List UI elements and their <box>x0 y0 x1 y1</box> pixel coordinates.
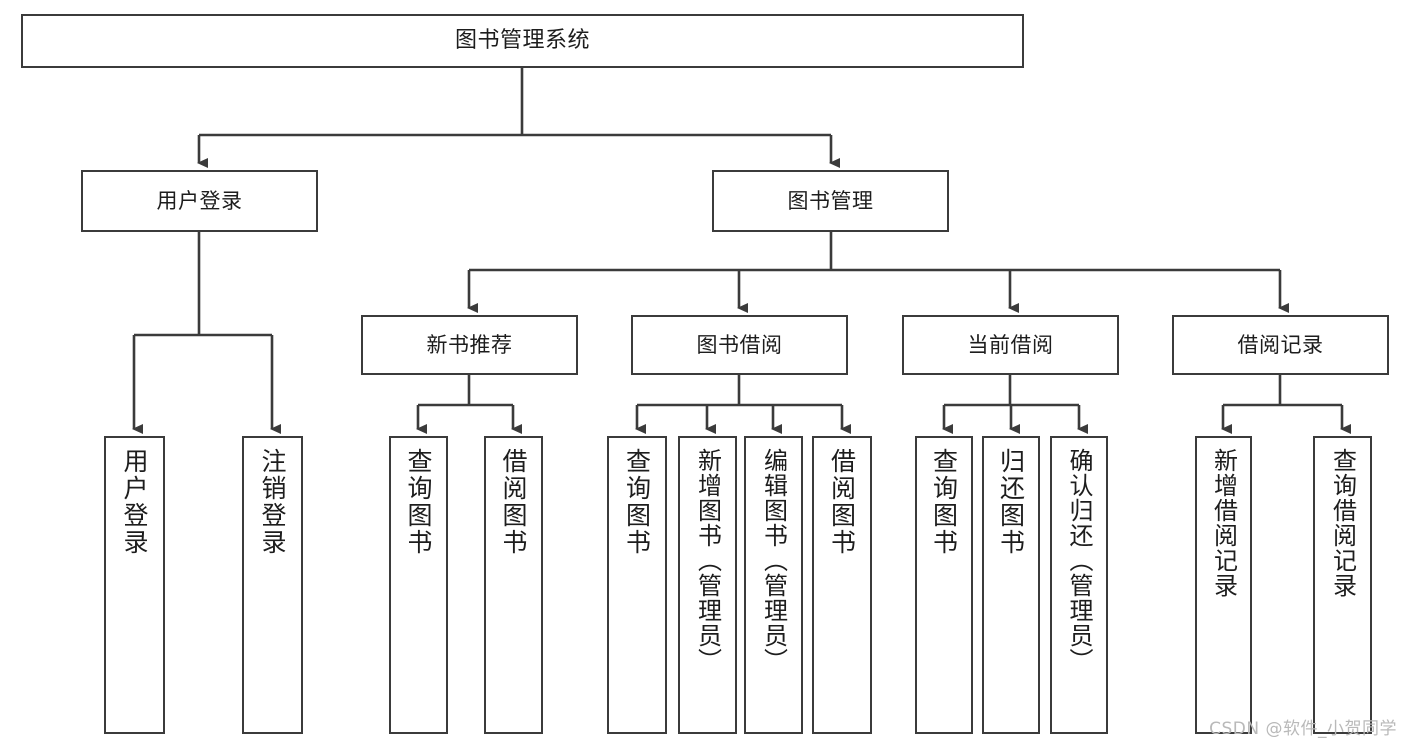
node-new-book[interactable]: 新书推荐 <box>361 315 578 375</box>
node-leaf-bb-borrow-book-label: 借阅图书 <box>827 448 857 556</box>
node-borrow-record[interactable]: 借阅记录 <box>1172 315 1389 375</box>
node-root[interactable]: 图书管理系统 <box>21 14 1024 68</box>
node-leaf-bb-query-book-label: 查询图书 <box>622 448 652 556</box>
node-leaf-br-query-record[interactable]: 查询借阅记录 <box>1313 436 1372 734</box>
node-book-manage-label: 图书管理 <box>787 188 874 213</box>
node-leaf-cb-confirm-return-label: 确认归还（管理员） <box>1065 448 1093 673</box>
node-leaf-cb-return-book[interactable]: 归还图书 <box>982 436 1040 734</box>
node-leaf-logout-label: 注销登录 <box>258 448 287 556</box>
node-leaf-user-login-label: 用户登录 <box>120 448 149 556</box>
node-leaf-cb-query-book-label: 查询图书 <box>929 448 959 556</box>
node-leaf-cb-return-book-label: 归还图书 <box>996 448 1026 556</box>
node-root-label: 图书管理系统 <box>454 28 590 54</box>
node-leaf-logout[interactable]: 注销登录 <box>242 436 303 734</box>
node-leaf-bb-edit-book[interactable]: 编辑图书（管理员） <box>744 436 803 734</box>
node-leaf-bb-add-book-label: 新增图书（管理员） <box>693 448 722 673</box>
node-borrow-record-label: 借阅记录 <box>1237 332 1324 357</box>
csdn-watermark: CSDN @软件_小贺同学 <box>1209 719 1397 739</box>
node-user-login-label: 用户登录 <box>156 188 243 213</box>
node-leaf-cb-confirm-return[interactable]: 确认归还（管理员） <box>1050 436 1108 734</box>
node-leaf-br-query-record-label: 查询借阅记录 <box>1328 448 1357 598</box>
node-book-manage[interactable]: 图书管理 <box>712 170 949 232</box>
node-leaf-nb-query-book[interactable]: 查询图书 <box>389 436 448 734</box>
node-leaf-user-login[interactable]: 用户登录 <box>104 436 165 734</box>
node-leaf-nb-borrow-book[interactable]: 借阅图书 <box>484 436 543 734</box>
node-leaf-br-add-record-label: 新增借阅记录 <box>1209 448 1238 598</box>
node-current-borrow[interactable]: 当前借阅 <box>902 315 1119 375</box>
node-user-login[interactable]: 用户登录 <box>81 170 318 232</box>
node-leaf-nb-borrow-book-label: 借阅图书 <box>499 448 528 556</box>
node-leaf-nb-query-book-label: 查询图书 <box>404 448 433 556</box>
node-leaf-bb-edit-book-label: 编辑图书（管理员） <box>759 448 788 673</box>
node-borrow-book[interactable]: 图书借阅 <box>631 315 848 375</box>
node-leaf-bb-borrow-book[interactable]: 借阅图书 <box>812 436 872 734</box>
node-new-book-label: 新书推荐 <box>426 332 513 357</box>
node-leaf-br-add-record[interactable]: 新增借阅记录 <box>1195 436 1252 734</box>
node-leaf-bb-add-book[interactable]: 新增图书（管理员） <box>678 436 737 734</box>
node-borrow-book-label: 图书借阅 <box>696 332 783 357</box>
node-leaf-cb-query-book[interactable]: 查询图书 <box>915 436 973 734</box>
node-current-borrow-label: 当前借阅 <box>967 332 1054 357</box>
node-leaf-bb-query-book[interactable]: 查询图书 <box>607 436 667 734</box>
